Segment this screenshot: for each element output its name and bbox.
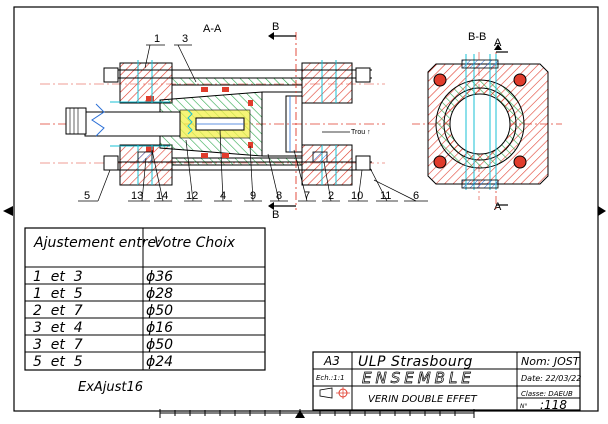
hole-annotation: Trou ↑ <box>351 129 371 136</box>
tie-rod-hole-bl <box>433 155 447 169</box>
orientation-arrow-right <box>598 206 606 216</box>
fit-row-pair: 3 et 7 <box>33 337 83 353</box>
fit-row-choice: ϕ50 <box>146 303 173 319</box>
fit-row-choice: ϕ16 <box>146 320 173 336</box>
fit-row-choice: ϕ24 <box>146 354 173 370</box>
cut-label-b-top: B <box>272 21 279 33</box>
ruler-center-marker <box>295 410 305 418</box>
rod-end <box>65 107 87 135</box>
callout-3: 3 <box>182 33 188 45</box>
callout-7: 7 <box>304 190 310 202</box>
fit-table-grid <box>24 227 266 371</box>
callout-4: 4 <box>220 190 226 202</box>
school-name: ULP Strasbourg <box>358 354 473 370</box>
fit-row-choice: ϕ36 <box>146 269 173 285</box>
fit-row-pair: 1 et 5 <box>33 286 83 302</box>
orientation-arrow-left <box>3 206 13 216</box>
callout-6: 6 <box>413 190 419 202</box>
seal-6 <box>248 142 253 148</box>
table-header-choice: Votre Choix <box>154 235 236 251</box>
callout-2: 2 <box>328 190 334 202</box>
format-label: A3 <box>323 354 340 368</box>
callout-9: 9 <box>250 190 256 202</box>
right-flange-top <box>301 62 353 104</box>
drawing-title: VERIN DOUBLE EFFET <box>368 394 478 405</box>
view-label-a-a: A-A <box>203 23 222 35</box>
fit-row-choice: ϕ50 <box>146 337 173 353</box>
seal-3 <box>201 153 208 158</box>
tie-rod-hole-tl <box>433 73 447 87</box>
fit-row-pair: 3 et 4 <box>33 320 83 336</box>
callout-12: 12 <box>186 190 198 202</box>
projection-symbol-icon <box>319 387 350 399</box>
fit-row-choice: ϕ28 <box>146 286 173 302</box>
seal-5 <box>248 100 253 106</box>
nut-left-top <box>103 67 119 83</box>
table-header-fit: Ajustement entre: <box>33 235 161 251</box>
piston-rod <box>84 111 181 137</box>
nut-right-top <box>355 67 371 83</box>
scale-label: Ech.:1:1 <box>316 374 345 382</box>
callout-8: 8 <box>276 190 282 202</box>
tie-rod-hole-tr <box>513 73 527 87</box>
tie-rod-hole-br <box>513 155 527 169</box>
table-header-fit-text: Ajustement entre: <box>33 235 161 251</box>
callout-10: 10 <box>351 190 363 202</box>
nut-left-bottom <box>103 155 119 171</box>
bottom-ruler <box>159 409 475 418</box>
bore <box>449 93 511 155</box>
fit-row-pair: 5 et 5 <box>33 354 83 370</box>
fit-row-pair: 2 et 7 <box>33 303 83 319</box>
callout-1: 1 <box>154 33 160 45</box>
cut-label-a-top: A <box>494 37 502 49</box>
class-label: Classe: DAEUB <box>521 390 573 398</box>
section-a-a <box>40 32 385 210</box>
seal-1 <box>201 87 208 92</box>
number-prefix: N° <box>520 403 528 410</box>
section-b-b <box>412 44 562 212</box>
view-label-b-b: B-B <box>468 31 486 43</box>
cut-label-b-bottom: B <box>272 209 279 221</box>
callout-11: 11 <box>380 190 391 202</box>
cut-label-a-bottom: A <box>494 201 502 213</box>
callout-14: 14 <box>156 190 168 202</box>
fit-row-pair: 1 et 3 <box>33 269 83 285</box>
callout-leaders <box>78 44 428 202</box>
nut-right-bottom <box>355 155 371 171</box>
title-block-grid <box>312 351 581 411</box>
callout-13: 13 <box>131 190 143 202</box>
callout-5: 5 <box>84 190 90 202</box>
drawing-type: ENSEMBLE <box>362 369 475 387</box>
author-name: Nom: JOST <box>521 355 581 368</box>
cylinder-tube-top <box>171 77 303 86</box>
seal-2 <box>222 87 229 92</box>
drawing-date: Date: 22/03/22 <box>521 374 581 383</box>
drawing-number: :118 <box>540 398 567 412</box>
seal-4 <box>222 153 229 158</box>
exercise-label: ExAjust16 <box>78 380 143 395</box>
break-line <box>91 103 105 137</box>
